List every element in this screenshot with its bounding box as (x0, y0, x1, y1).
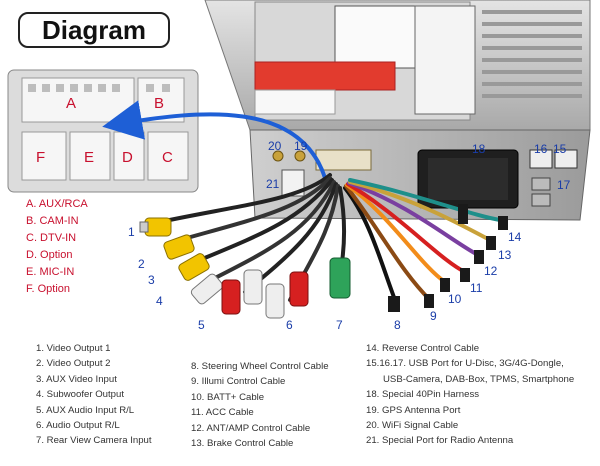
head-unit (204, 0, 591, 221)
connector-housing: A B F E D C (7, 69, 199, 193)
cable-number-8: 8 (394, 318, 401, 332)
list-item: 21. Special Port for Radio Antenna (366, 435, 514, 447)
list-item: 11. ACC Cable (191, 407, 254, 419)
port-number-18: 18 (472, 142, 486, 156)
list-item: 3. AUX Video Input (36, 373, 117, 385)
wiring-illustration: A B F E D C (7, 0, 591, 332)
cable-number-12: 12 (484, 264, 498, 278)
cable-number-14: 14 (508, 230, 522, 244)
cable-number-6: 6 (286, 318, 293, 332)
cable-number-9: 9 (430, 309, 437, 323)
list-item: 15.16.17. USB Port for U-Disc, 3G/4G-Don… (366, 358, 564, 370)
port-number-17: 17 (557, 178, 571, 192)
port-number-16: 16 (534, 142, 548, 156)
connector-arrow (102, 100, 327, 179)
cable-number-11: 11 (470, 281, 483, 295)
legend-item-c: C. DTV-IN (26, 232, 77, 244)
legend-item-a: A. AUX/RCA (26, 198, 88, 210)
connector-letter-a: A (66, 95, 76, 112)
list-item: 1. Video Output 1 (36, 343, 111, 354)
connector-letter-d: D (122, 149, 133, 166)
legend-item-d: D. Option (26, 249, 73, 261)
cable-number-3: 3 (148, 273, 155, 287)
list-item: 18. Special 40Pin Harness (366, 389, 480, 401)
list-item: 20. WiFi Signal Cable (366, 420, 459, 432)
port-number-15: 15 (553, 142, 567, 156)
rca-plugs (139, 217, 351, 319)
rca-plug-7 (329, 257, 351, 299)
list-item: 19. GPS Antenna Port (366, 404, 461, 416)
cable-number-13: 13 (498, 248, 512, 262)
port-number-19: 19 (294, 139, 308, 153)
list-item: 13. Brake Control Cable (191, 438, 294, 450)
legend-item-e: E. MIC-IN (26, 266, 75, 278)
connector-legend: A. AUX/RCA B. CAM-IN C. DTV-IN D. Option… (26, 196, 88, 298)
cable-number-10: 10 (448, 292, 462, 306)
list-item: 5. AUX Audio Input R/L (36, 404, 135, 416)
connector-letter-f: F (36, 149, 45, 166)
diagram-title-text: Diagram (41, 14, 147, 45)
list-item: 12. ANT/AMP Control Cable (191, 422, 311, 434)
cable-list-col1: 1. Video Output 1 2. Video Output 2 3. A… (36, 341, 152, 449)
port-number-21: 21 (266, 177, 280, 191)
legend-item-f: F. Option (26, 283, 71, 295)
rca-plug-2 (163, 234, 195, 260)
rca-plug-4 (190, 273, 224, 305)
port-number-20: 20 (268, 139, 282, 153)
legend-item-b: B. CAM-IN (26, 215, 79, 227)
rca-plug-5b (243, 269, 263, 305)
wire-terminals (388, 204, 508, 312)
cable-number-4: 4 (156, 294, 163, 308)
rca-plug-5a (221, 279, 241, 315)
connector-letter-e: E (84, 149, 94, 166)
list-item: USB-Camera, DAB-Box, TPMS, Smartphone (383, 373, 575, 385)
cable-number-2: 2 (138, 257, 145, 271)
diagram-title: Diagram (18, 12, 170, 48)
cable-list-col2: 8. Steering Wheel Control Cable 9. Illum… (191, 359, 329, 451)
cable-number-7: 7 (336, 318, 343, 332)
cable-number-5: 5 (198, 318, 205, 332)
connector-letter-c: C (162, 149, 173, 166)
list-item: 7. Rear View Camera Input (36, 435, 152, 447)
list-item: 8. Steering Wheel Control Cable (191, 361, 329, 372)
list-item: 2. Video Output 2 (36, 358, 111, 370)
list-item: 9. Illumi Control Cable (191, 376, 286, 388)
list-item: 4. Subwoofer Output (36, 389, 124, 401)
connector-letter-b: B (154, 95, 164, 112)
list-item: 14. Reverse Control Cable (366, 343, 480, 354)
cable-list-col3: 14. Reverse Control Cable 15.16.17. USB … (366, 341, 574, 449)
cable-number-1: 1 (128, 225, 135, 239)
rca-plug-3 (178, 253, 210, 281)
list-item: 10. BATT+ Cable (191, 391, 265, 403)
rca-plug-6b (289, 271, 309, 307)
list-item: 6. Audio Output R/L (36, 420, 120, 432)
rca-plug-1 (139, 217, 172, 237)
wire-bundle (158, 173, 502, 302)
rca-plug-6a (265, 283, 285, 319)
